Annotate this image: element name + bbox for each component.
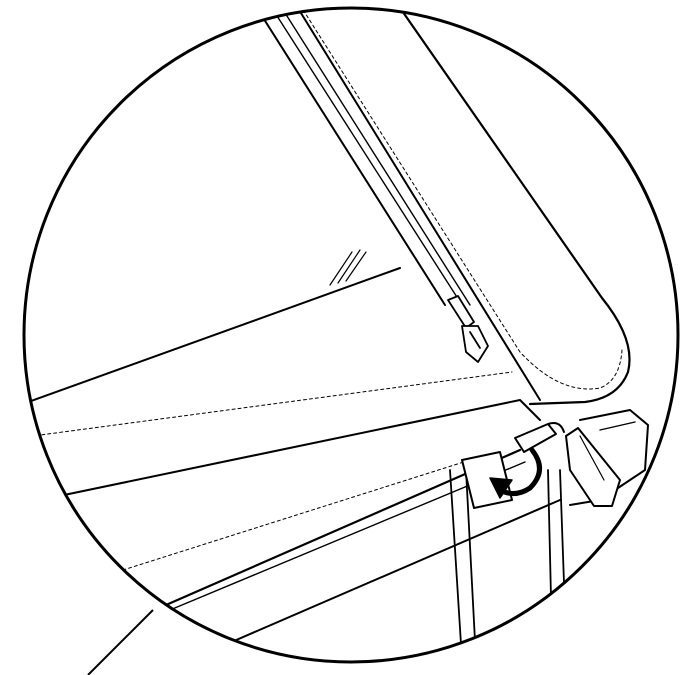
- cushion-top-edge: [24, 371, 513, 439]
- zipper-tab: [565, 427, 621, 507]
- lower-panel-inner: [169, 461, 526, 611]
- zipper-track: [254, 8, 541, 401]
- cover-flap-outline: [396, 8, 631, 406]
- detail-view: [24, 8, 649, 661]
- zipper-slider: [514, 422, 565, 453]
- lower-stitch-line: [59, 459, 471, 591]
- zipper-pull-icon: [447, 295, 489, 363]
- base-bottom-edge: [189, 499, 561, 661]
- leader-line: [87, 609, 154, 675]
- callout-circle: [22, 6, 680, 664]
- rotate-arrow-icon: [489, 447, 542, 499]
- zipper-tab-fold: [579, 435, 605, 481]
- window-panel-edge: [24, 267, 401, 406]
- flap-stitch-line: [299, 8, 623, 390]
- side-bracket-inner: [599, 421, 636, 431]
- glass-reflection-icon: [329, 249, 367, 286]
- lower-panel-edge: [148, 448, 522, 614]
- cushion-front-edge: [39, 399, 541, 501]
